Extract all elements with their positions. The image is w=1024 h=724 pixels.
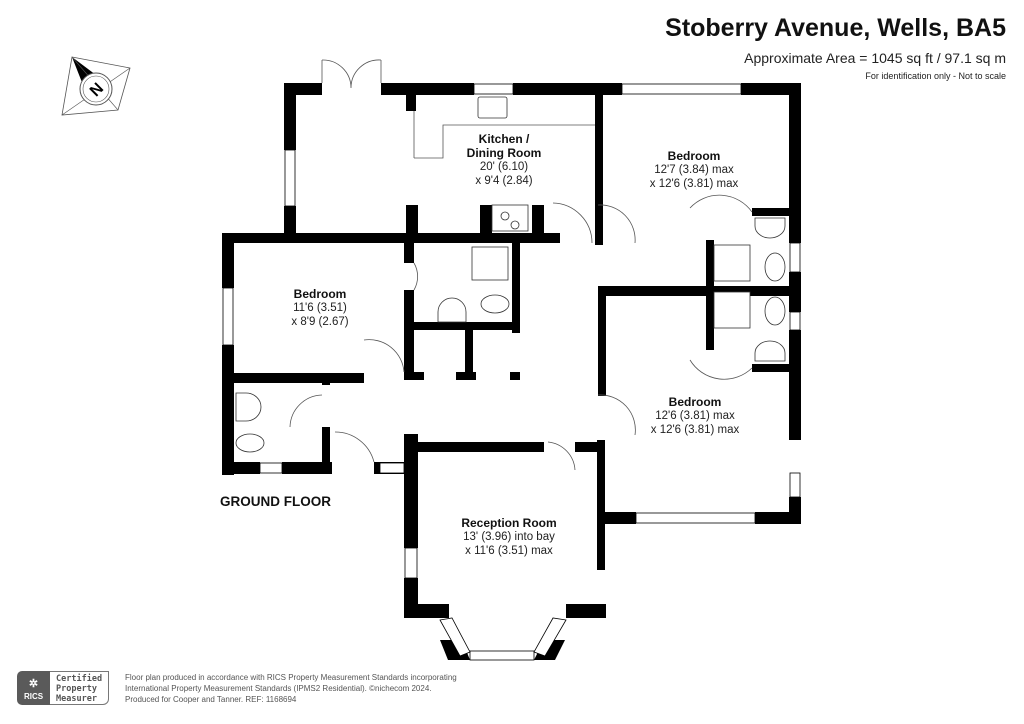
floor-label: GROUND FLOOR bbox=[220, 494, 331, 509]
room-label-reception: Reception Room 13' (3.96) into bay x 11'… bbox=[461, 516, 557, 557]
property-title: Stoberry Avenue, Wells, BA5 bbox=[665, 14, 1006, 42]
room-label-bedroom-3: Bedroom 12'6 (3.81) max x 12'6 (3.81) ma… bbox=[650, 395, 740, 436]
certified-measurer-text: Certified Property Measurer bbox=[50, 671, 110, 705]
compass-icon: N bbox=[61, 56, 131, 116]
room-label-bedroom-2: Bedroom 11'6 (3.51) x 8'9 (2.67) bbox=[291, 287, 349, 328]
approximate-area: Approximate Area = 1045 sq ft / 97.1 sq … bbox=[744, 50, 1006, 66]
rics-logo-icon: ✲ RICS bbox=[17, 671, 50, 705]
scale-disclaimer: For identification only - Not to scale bbox=[865, 71, 1006, 81]
footer-text: Floor plan produced in accordance with R… bbox=[125, 673, 457, 704]
room-label-bedroom-1: Bedroom 12'7 (3.84) max x 12'6 (3.81) ma… bbox=[649, 149, 739, 190]
room-label-kitchen: Kitchen / Dining Room 20' (6.10) x 9'4 (… bbox=[466, 132, 542, 187]
rics-badge: ✲ RICS Certified Property Measurer bbox=[17, 671, 110, 705]
